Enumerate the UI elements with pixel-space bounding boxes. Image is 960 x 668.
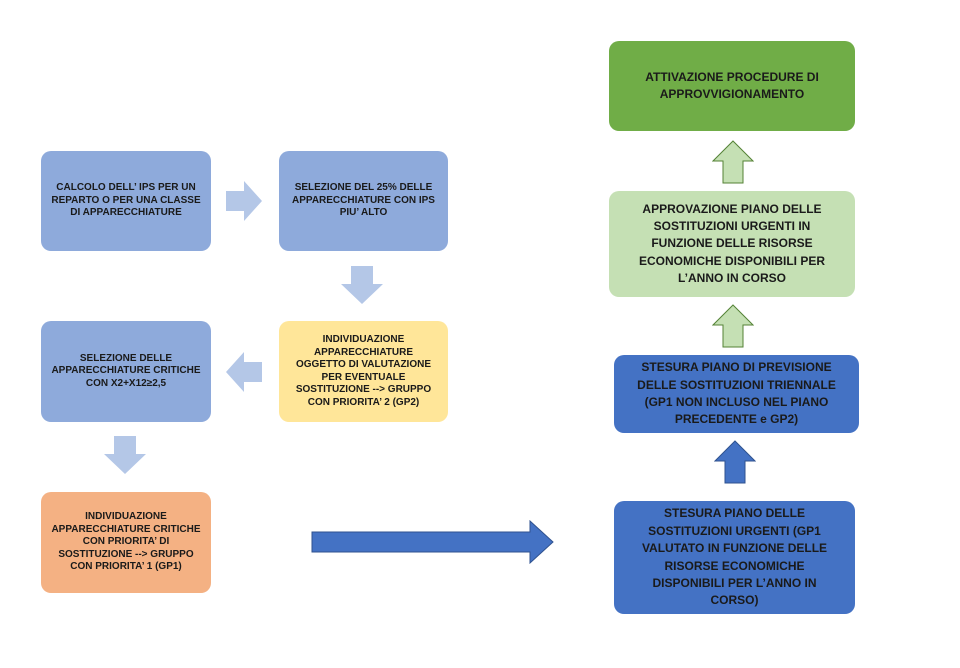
arrow-up-icon bbox=[712, 140, 754, 184]
box-individuazione-gp2-label: INDIVIDUAZIONE APPARECCHIATURE OGGETTO D… bbox=[295, 334, 432, 408]
box-selezione-critiche-label: SELEZIONE DELLE APPARECCHIATURE CRITICHE… bbox=[51, 352, 201, 389]
box-stesura-urgenti-label: STESURA PIANO DELLE SOSTITUZIONI URGENTI… bbox=[641, 506, 828, 608]
box-approvazione-label: APPROVAZIONE PIANO DELLE SOSTITUZIONI UR… bbox=[638, 201, 826, 286]
box-selezione-critiche: SELEZIONE DELLE APPARECCHIATURE CRITICHE… bbox=[41, 321, 211, 422]
arrow-down-icon bbox=[104, 436, 146, 474]
box-individuazione-gp1: INDIVIDUAZIONE APPARECCHIATURE CRITICHE … bbox=[41, 492, 211, 593]
box-selezione-25-label: SELEZIONE DEL 25% DELLE APPARECCHIATURE … bbox=[292, 182, 435, 219]
arrow-up-icon bbox=[712, 304, 754, 348]
box-selezione-25: SELEZIONE DEL 25% DELLE APPARECCHIATURE … bbox=[279, 151, 448, 251]
box-calcolo-ips: CALCOLO DELL’ IPS PER UN REPARTO O PER U… bbox=[41, 151, 211, 251]
box-attivazione-label: ATTIVAZIONE PROCEDURE DI APPROVVIGIONAME… bbox=[645, 69, 819, 101]
arrow-down-icon bbox=[341, 266, 383, 304]
arrow-up-icon bbox=[714, 440, 756, 484]
arrow-left-icon bbox=[226, 352, 262, 392]
box-stesura-triennale: STESURA PIANO DI PREVISIONE DELLE SOSTIT… bbox=[614, 355, 859, 433]
box-stesura-urgenti: STESURA PIANO DELLE SOSTITUZIONI URGENTI… bbox=[614, 501, 855, 614]
arrow-right-icon bbox=[226, 181, 262, 221]
box-calcolo-ips-label: CALCOLO DELL’ IPS PER UN REPARTO O PER U… bbox=[51, 182, 201, 219]
arrow-long-right-icon bbox=[311, 520, 554, 564]
box-stesura-triennale-label: STESURA PIANO DI PREVISIONE DELLE SOSTIT… bbox=[637, 360, 836, 427]
box-attivazione: ATTIVAZIONE PROCEDURE DI APPROVVIGIONAME… bbox=[609, 41, 855, 131]
box-approvazione: APPROVAZIONE PIANO DELLE SOSTITUZIONI UR… bbox=[609, 191, 855, 297]
box-individuazione-gp2: INDIVIDUAZIONE APPARECCHIATURE OGGETTO D… bbox=[279, 321, 448, 422]
box-individuazione-gp1-label: INDIVIDUAZIONE APPARECCHIATURE CRITICHE … bbox=[51, 511, 201, 573]
